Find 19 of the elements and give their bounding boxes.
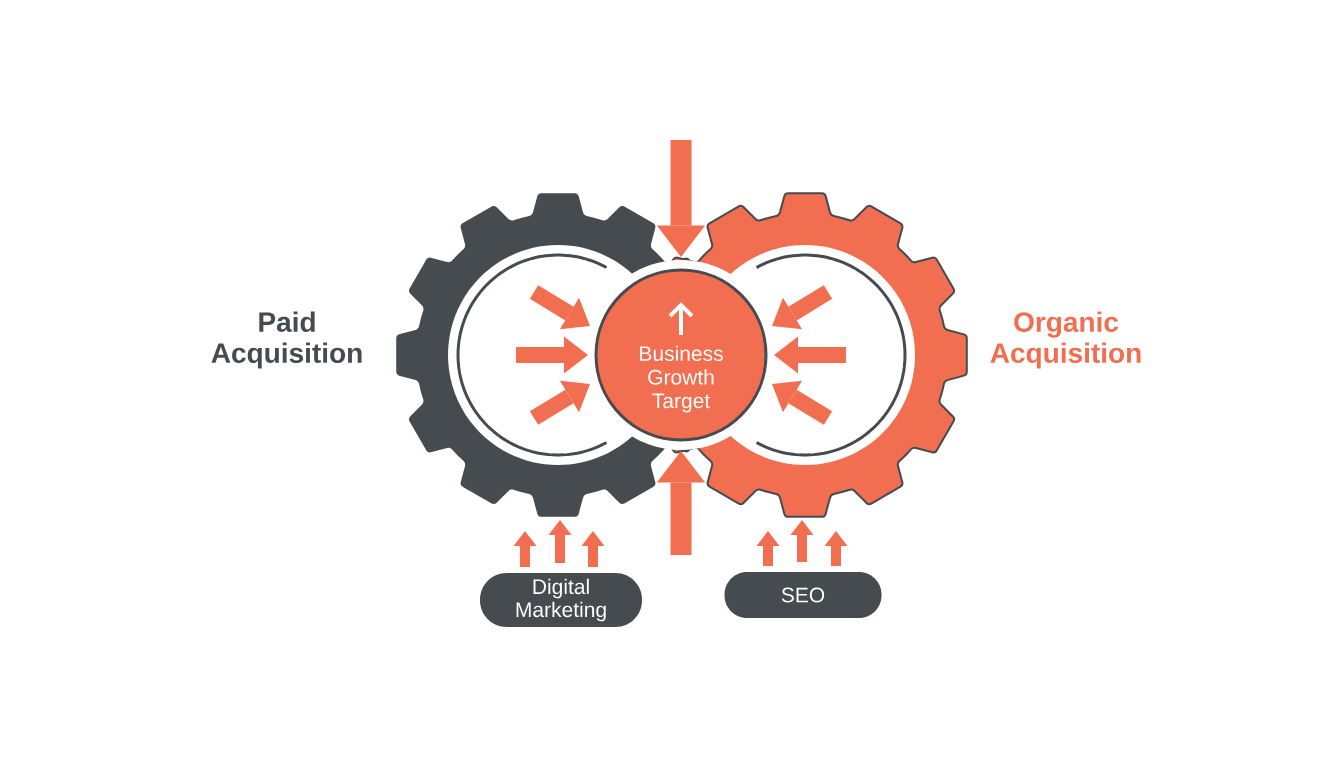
arrow: [548, 520, 572, 563]
arrow: [529, 380, 590, 425]
arrow: [656, 140, 706, 257]
arrow: [772, 285, 833, 330]
pill-tag: SEO: [724, 572, 882, 618]
node-label: Business Growth Target: [640, 345, 723, 413]
gear-label: Paid Acquisition: [211, 311, 362, 369]
arrow: [756, 531, 780, 566]
arrow: [824, 531, 848, 566]
arrow: [581, 531, 605, 567]
arrow: [790, 520, 814, 562]
arrow: [513, 531, 537, 567]
arrow: [656, 451, 706, 555]
gear-label: Organic Acquisition: [990, 311, 1141, 369]
arrow: [774, 336, 846, 374]
pill-tag: Digital Marketing: [480, 573, 642, 627]
arrow: [516, 336, 588, 374]
arrow: [529, 285, 590, 330]
arrow: [772, 380, 833, 425]
